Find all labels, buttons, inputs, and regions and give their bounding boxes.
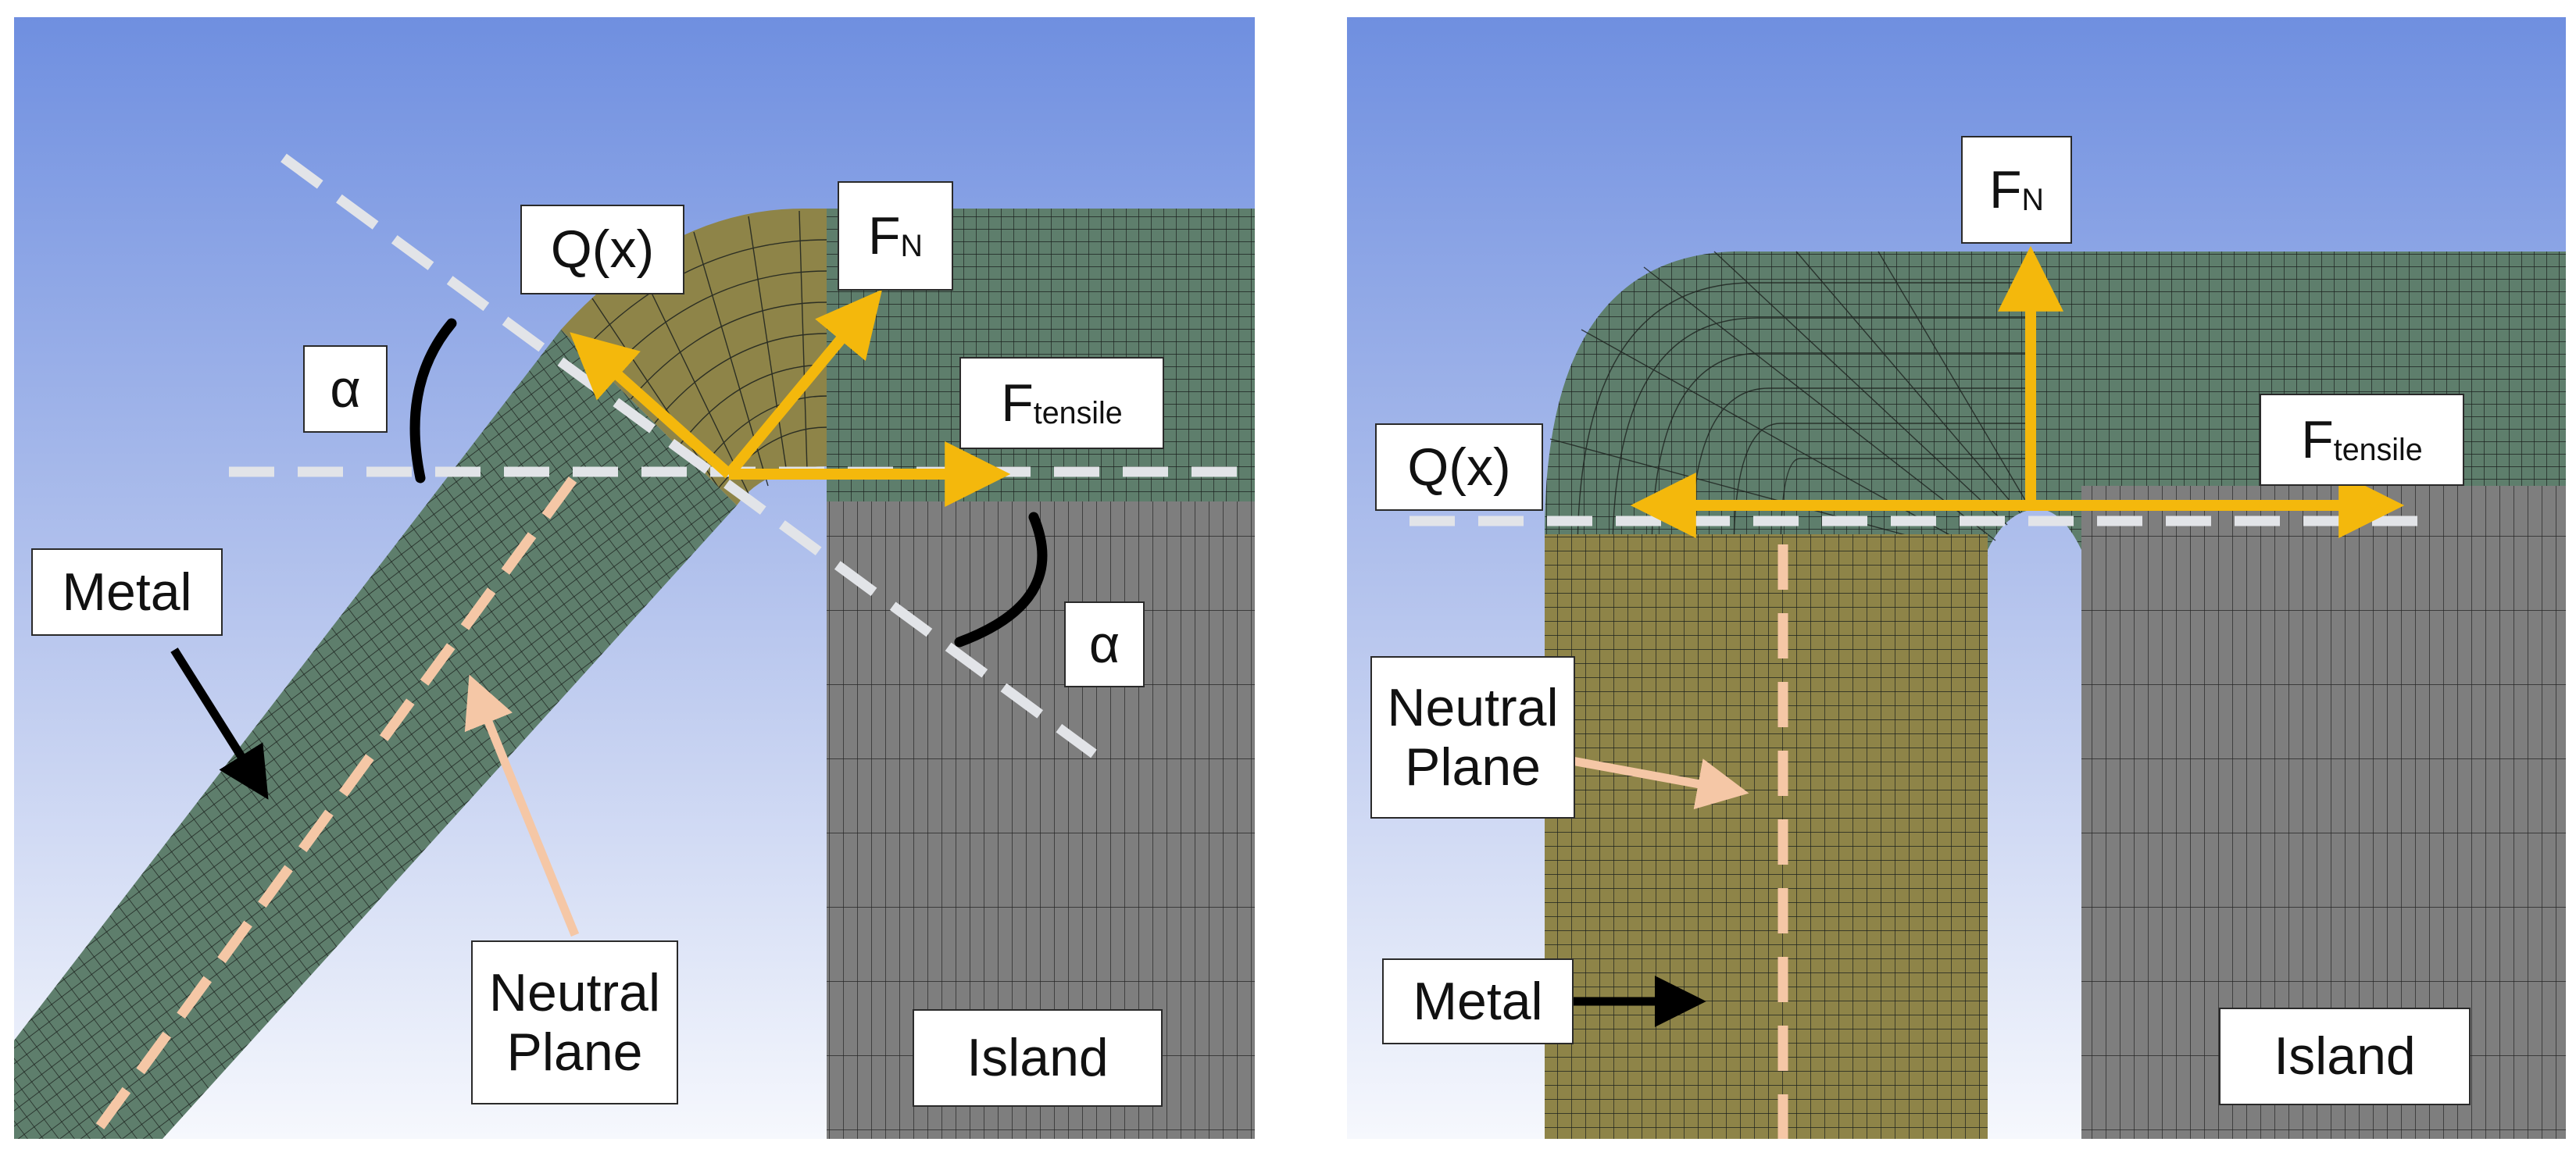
neutral-plane-label: Neutral Plane [1370, 656, 1575, 819]
angle-arc-bottom [954, 512, 1048, 648]
shear-force-label: Q(x) [1375, 423, 1543, 511]
shear-force-label: Q(x) [520, 205, 684, 294]
metal-text: Metal [62, 562, 192, 622]
neutral-plane-line2: Plane [1405, 737, 1541, 797]
neutral-plane-callout-arrow [464, 674, 580, 937]
island-text: Island [966, 1028, 1109, 1088]
tensile-force-main: F [2301, 409, 2334, 469]
tensile-force-sub: tensile [1033, 395, 1123, 430]
angled-metal-arm [14, 330, 737, 1139]
angle-label-top: α [303, 345, 388, 433]
angle-symbol-bottom: α [1088, 614, 1120, 674]
angle-symbol-top: α [330, 359, 361, 419]
vertical-metal-strip [1545, 534, 1988, 1139]
normal-force-main: F [1988, 159, 2022, 219]
neutral-plane-line1: Neutral [488, 962, 661, 1022]
metal-label: Metal [31, 548, 223, 636]
metal-label: Metal [1382, 958, 1574, 1044]
angle-arc-top [409, 318, 457, 484]
normal-force-main: F [867, 205, 901, 266]
metal-text: Metal [1413, 971, 1543, 1031]
tensile-force-main: F [1001, 373, 1034, 433]
neutral-plane-label: Neutral Plane [471, 940, 678, 1104]
normal-force-sub: N [2021, 182, 2045, 217]
island-label: Island [2219, 1008, 2471, 1105]
metal-callout-arrow [170, 648, 269, 800]
right-diagram-canvas [1347, 17, 2566, 1139]
angle-label-bottom: α [1064, 601, 1145, 687]
normal-force-arrow [724, 289, 883, 478]
island-text: Island [2274, 1026, 2416, 1087]
shear-force-text: Q(x) [1407, 437, 1511, 497]
left-diagram-canvas [14, 17, 1255, 1139]
neutral-plane-line2: Plane [506, 1022, 643, 1082]
normal-force-sub: N [900, 228, 924, 263]
tensile-force-sub: tensile [2333, 432, 2423, 467]
neutral-plane-line1: Neutral [1387, 677, 1559, 737]
shear-force-text: Q(x) [550, 219, 655, 280]
angled-dashed-line [280, 153, 1097, 758]
island-label: Island [913, 1009, 1163, 1107]
shear-force-arrow [570, 332, 733, 479]
